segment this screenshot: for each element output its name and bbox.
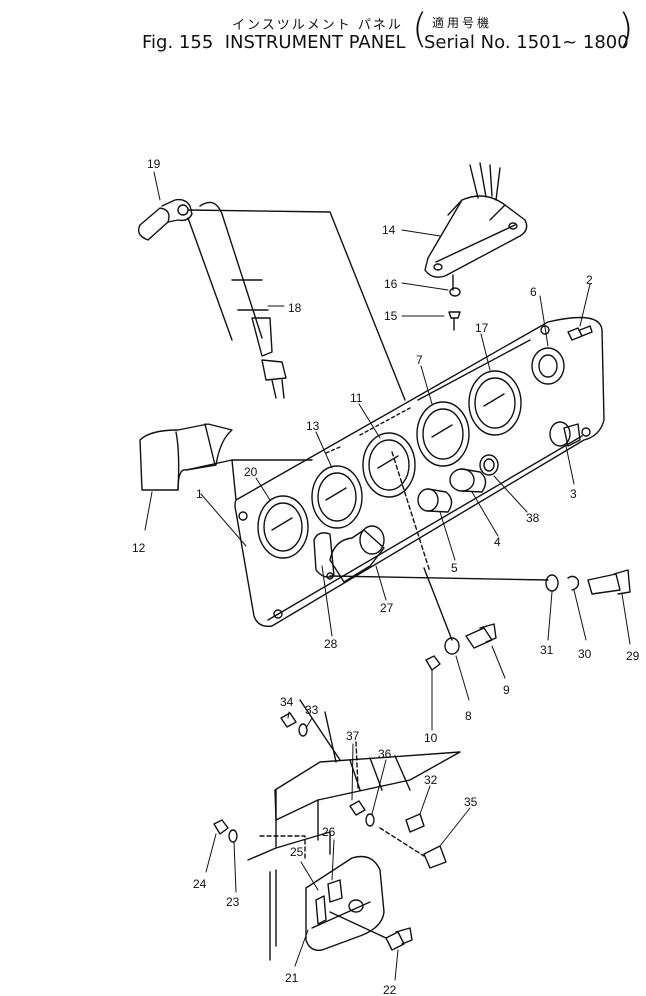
temperature-sensor-assembly (137, 198, 406, 401)
serial-range: Serial No. 1501~ 1800 (424, 32, 629, 53)
washer-16 (449, 287, 461, 297)
callout-10: 10 (424, 731, 438, 745)
callout-13: 13 (306, 419, 320, 433)
callout-18: 18 (288, 301, 302, 315)
callout-21: 21 (285, 971, 299, 985)
callout-34: 34 (280, 695, 294, 709)
callout-31: 31 (540, 643, 554, 657)
washer-33 (298, 723, 308, 737)
screw-15 (448, 311, 461, 331)
gauge-17 (468, 370, 522, 436)
callout-25: 25 (290, 845, 304, 859)
bolt-line-22 (329, 911, 387, 939)
callout-38: 38 (526, 511, 540, 525)
callout-1: 1 (196, 487, 203, 501)
screw-32 (405, 813, 425, 833)
washer-31 (545, 574, 559, 592)
bolt-22 (385, 927, 413, 951)
callout-20: 20 (244, 465, 258, 479)
boot-cover-12 (139, 423, 313, 501)
key-switch-3 (549, 421, 581, 447)
elbow-fitting-27 (313, 525, 385, 583)
callout-labels: 19 14 16 15 2 6 17 7 11 13 20 1 12 18 3 … (132, 157, 640, 996)
callout-22: 22 (383, 983, 397, 996)
gauge-11 (362, 432, 416, 498)
bolt-9 (465, 623, 497, 649)
lower-bracket-assembly (247, 699, 461, 961)
callout-35: 35 (464, 795, 478, 809)
right-parenthesis: ) (618, 6, 634, 52)
title-japanese: インスツルメント パネル (232, 18, 403, 33)
nut-10 (425, 655, 441, 671)
callout-19: 19 (147, 157, 161, 171)
instrument-panel-plate (234, 316, 605, 627)
nut-34 (280, 712, 297, 728)
callout-23: 23 (226, 895, 240, 909)
left-parenthesis: ( (412, 6, 428, 52)
switch-38 (479, 454, 499, 476)
callout-14: 14 (382, 223, 396, 237)
callout-15: 15 (384, 309, 398, 323)
callout-2: 2 (586, 273, 593, 287)
callout-28: 28 (324, 637, 338, 651)
callout-16: 16 (384, 277, 398, 291)
callout-17: 17 (475, 321, 489, 335)
callout-11: 11 (350, 391, 363, 405)
screw-2 (567, 325, 593, 341)
callout-36: 36 (378, 747, 392, 761)
nut-37 (349, 800, 366, 816)
washer-23 (228, 829, 238, 843)
gauge-13 (311, 465, 363, 529)
callout-33: 33 (305, 703, 319, 717)
callout-7: 7 (416, 353, 423, 367)
rod-eye-8 (444, 637, 460, 655)
lamp-6 (531, 347, 565, 385)
gauge-7 (416, 401, 470, 467)
bolt-line-29 (329, 575, 549, 581)
callout-9: 9 (503, 683, 510, 697)
bolt-35 (423, 845, 447, 869)
wire-harness-connector (424, 162, 528, 291)
nut-24 (213, 819, 229, 835)
callout-3: 3 (570, 487, 577, 501)
dash-line-35 (379, 827, 425, 857)
callout-29: 29 (626, 649, 640, 663)
callout-27: 27 (380, 601, 394, 615)
callout-32: 32 (424, 773, 438, 787)
callout-24: 24 (193, 877, 207, 891)
fuse-box-21 (305, 855, 385, 951)
diagram-title: INSTRUMENT PANEL (224, 32, 406, 53)
knob-4 (449, 468, 487, 493)
dash-line-8 (391, 451, 431, 573)
callout-5: 5 (451, 561, 458, 575)
callout-4: 4 (494, 535, 501, 549)
washer-36 (365, 813, 375, 827)
callout-8: 8 (465, 709, 472, 723)
gauge-20 (257, 495, 309, 559)
figure-title: Fig. 155 INSTRUMENT PANEL (142, 32, 406, 53)
serial-japanese: 適用号機 (432, 16, 493, 30)
callout-37: 37 (346, 729, 360, 743)
callout-26: 26 (322, 825, 336, 839)
lock-washer-30 (567, 575, 580, 591)
callout-12: 12 (132, 541, 146, 555)
figure-number: Fig. 155 (142, 32, 214, 53)
callout-6: 6 (530, 285, 537, 299)
knob-5 (417, 488, 453, 513)
bolt-29 (587, 569, 631, 595)
rod-8 (423, 567, 453, 641)
leader-lines (144, 171, 631, 981)
callout-30: 30 (578, 647, 592, 661)
